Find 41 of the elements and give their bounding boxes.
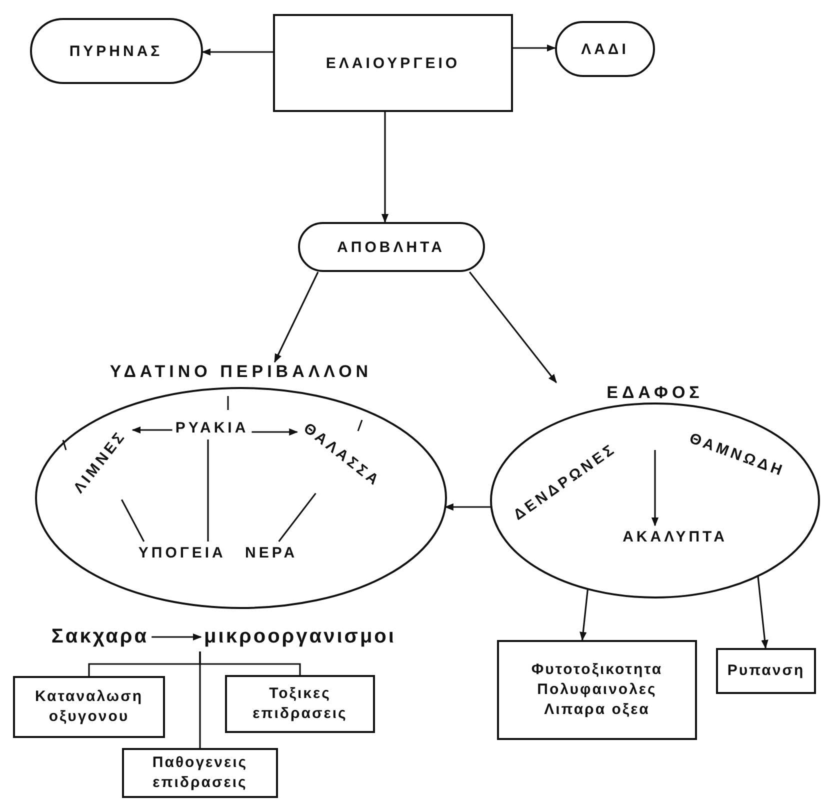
arrow xyxy=(580,588,589,641)
arrow xyxy=(757,575,768,649)
rounded-box xyxy=(298,222,484,272)
region-heading: ΥΔΑΤΙΝΟ ΠΕΡΙΒΑΛΛΟΝ xyxy=(108,362,374,382)
box-label: Πολυφαινολες xyxy=(537,680,657,700)
node-label: Σακχαρα xyxy=(51,626,149,648)
region-heading: ΕΔΑΦΟΣ xyxy=(606,382,704,402)
connector-line xyxy=(278,492,316,542)
box-label: Λιπαρα οξεα xyxy=(544,700,650,720)
node-label: μικροοργανισμοι xyxy=(204,626,396,648)
box-label: ΠΥΡΗΝΑΣ xyxy=(69,42,163,60)
node-label: ΡΥΑΚΙΑ xyxy=(175,420,249,436)
box-label: ΕΛΑΙΟΥΡΓΕΙΟ xyxy=(326,54,460,72)
arrow xyxy=(444,503,492,511)
process-box xyxy=(13,676,165,738)
arrow xyxy=(132,426,172,434)
box-label: Καταναλωση οξυγονου xyxy=(34,686,144,727)
process-box xyxy=(716,648,816,694)
box-label: Παθογενεις επιδρασεις xyxy=(151,752,249,793)
box-label: Φυτοτοξικοτητα xyxy=(531,660,663,680)
arrow xyxy=(468,272,557,384)
process-box xyxy=(122,748,278,798)
connector-line xyxy=(199,652,201,748)
arrow xyxy=(152,633,202,641)
arrow xyxy=(252,428,298,436)
box-label: ΛΑΔΙ xyxy=(581,40,629,58)
process-box xyxy=(225,675,375,733)
box-label: ΑΠΟΒΛΗΤΑ xyxy=(337,238,445,256)
connector-line xyxy=(207,440,209,542)
node-label: ΥΠΟΓΕΙΑ ΝΕΡΑ xyxy=(138,544,298,562)
arrow xyxy=(202,48,273,56)
arrow xyxy=(513,44,556,52)
arrow xyxy=(274,272,319,363)
box-label: Τοξικες επιδρασεις xyxy=(252,684,348,724)
process-box xyxy=(497,640,697,740)
box-label: Ρυπανση xyxy=(727,660,805,681)
arrow xyxy=(651,450,659,526)
arrow xyxy=(381,112,389,223)
connector-line xyxy=(121,499,145,542)
process-box xyxy=(273,14,513,112)
node-label: ΑΚΑΛΥΠΤΑ xyxy=(622,528,728,546)
